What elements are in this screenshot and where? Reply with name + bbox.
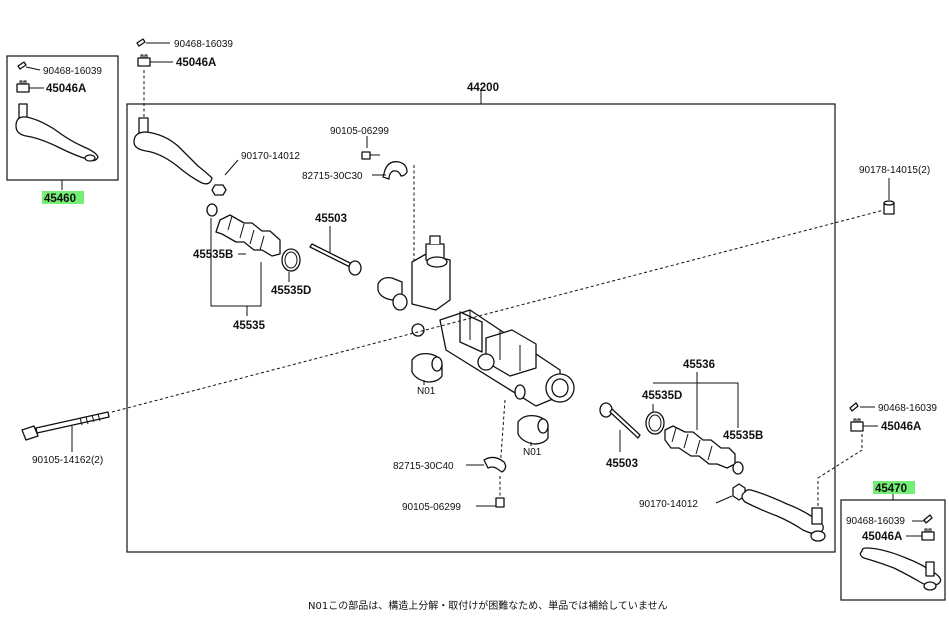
top-left-castle-nut-icon <box>137 54 173 67</box>
part-label-45470[interactable]: 45470 <box>875 483 907 495</box>
left-small-clamp-icon <box>206 203 218 217</box>
part-label-90170-left[interactable]: 90170-14012 <box>241 151 300 162</box>
highlight-45460 <box>42 191 84 204</box>
housing-clamp-icon <box>514 384 526 400</box>
right-cotter-pin-icon <box>849 402 875 412</box>
right-tie-rod-end-icon <box>741 489 826 542</box>
part-label-45535d-right[interactable]: 45535D <box>642 390 682 402</box>
part-label-45046a-right[interactable]: 45046A <box>881 421 921 433</box>
part-label-inset-right-nut[interactable]: 45046A <box>862 531 902 543</box>
part-label-90468-right[interactable]: 90468-16039 <box>878 403 937 414</box>
left-inner-tie-rod-icon <box>309 243 362 276</box>
part-label-45536-set[interactable]: 45536 <box>683 359 715 371</box>
highlight-45470 <box>873 481 915 494</box>
footnote-n01: N01この部品は、構造上分解・取付けが困難なため、単品では補給していません <box>308 599 668 612</box>
long-bolt-icon <box>21 411 110 441</box>
top-left-cotter-pin-icon <box>136 38 170 47</box>
part-label-82715-top[interactable]: 82715-30C30 <box>302 171 363 182</box>
right-inner-tie-rod-icon <box>599 402 641 439</box>
part-label-90468-top[interactable]: 90468-16039 <box>174 39 233 50</box>
part-label-90105-bottom[interactable]: 90105-06299 <box>402 502 461 513</box>
part-label-90105-14162[interactable]: 90105-14162(2) <box>32 455 103 466</box>
inset-right-castle-nut-icon <box>906 528 935 541</box>
inset-left-cotter-pin-icon <box>17 61 41 71</box>
left-mount-bushing-icon <box>411 352 443 383</box>
part-label-45535b-left[interactable]: 45535B <box>193 249 233 261</box>
bottom-bracket-bolt-icon <box>495 497 505 508</box>
inset-right-cotter-pin-icon <box>912 514 933 524</box>
part-label-45503-right[interactable]: 45503 <box>606 458 638 470</box>
left-tie-rod-end-icon <box>133 117 213 185</box>
part-label-45503-left[interactable]: 45503 <box>315 213 347 225</box>
inset-left-tie-rod-end-icon <box>15 103 99 162</box>
left-tie-rod-nut-icon <box>211 184 227 196</box>
top-bracket-82715-icon <box>382 161 408 180</box>
part-label-inset-left-nut[interactable]: 45046A <box>46 83 86 95</box>
part-label-44200[interactable]: 44200 <box>467 82 499 94</box>
inset-right-tie-rod-end-icon <box>859 547 942 591</box>
steering-gear-housing-icon <box>377 235 575 407</box>
right-castle-nut-icon <box>850 418 878 432</box>
part-label-inset-right-bolt[interactable]: 90468-16039 <box>846 516 905 527</box>
part-label-45535-set[interactable]: 45535 <box>233 320 266 332</box>
right-mount-bushing-icon <box>517 414 549 445</box>
left-large-clamp-icon <box>281 248 301 272</box>
part-label-45535b-right[interactable]: 45535B <box>723 430 763 442</box>
part-label-45535d-left[interactable]: 45535D <box>271 285 311 297</box>
bottom-bracket-82715-icon <box>483 456 507 473</box>
part-label-n01-left[interactable]: N01 <box>417 386 436 397</box>
right-large-clamp-icon <box>645 411 665 435</box>
part-label-82715-bottom[interactable]: 82715-30C40 <box>393 461 454 472</box>
top-bracket-bolt-icon <box>361 151 380 160</box>
part-label-90105-top[interactable]: 90105-06299 <box>330 126 389 137</box>
inset-left-castle-nut-icon <box>16 80 44 93</box>
top-right-nut-90178-icon <box>883 200 895 215</box>
part-label-inset-left-bolt[interactable]: 90468-16039 <box>43 66 102 77</box>
part-label-90170-right[interactable]: 90170-14012 <box>639 499 698 510</box>
part-label-90178[interactable]: 90178-14015(2) <box>859 165 930 176</box>
part-label-45460[interactable]: 45460 <box>44 193 76 205</box>
part-label-n01-right[interactable]: N01 <box>523 447 542 458</box>
right-small-clamp-icon <box>732 461 744 475</box>
part-label-45046a-top[interactable]: 45046A <box>176 57 216 69</box>
left-boot-icon <box>215 214 281 257</box>
